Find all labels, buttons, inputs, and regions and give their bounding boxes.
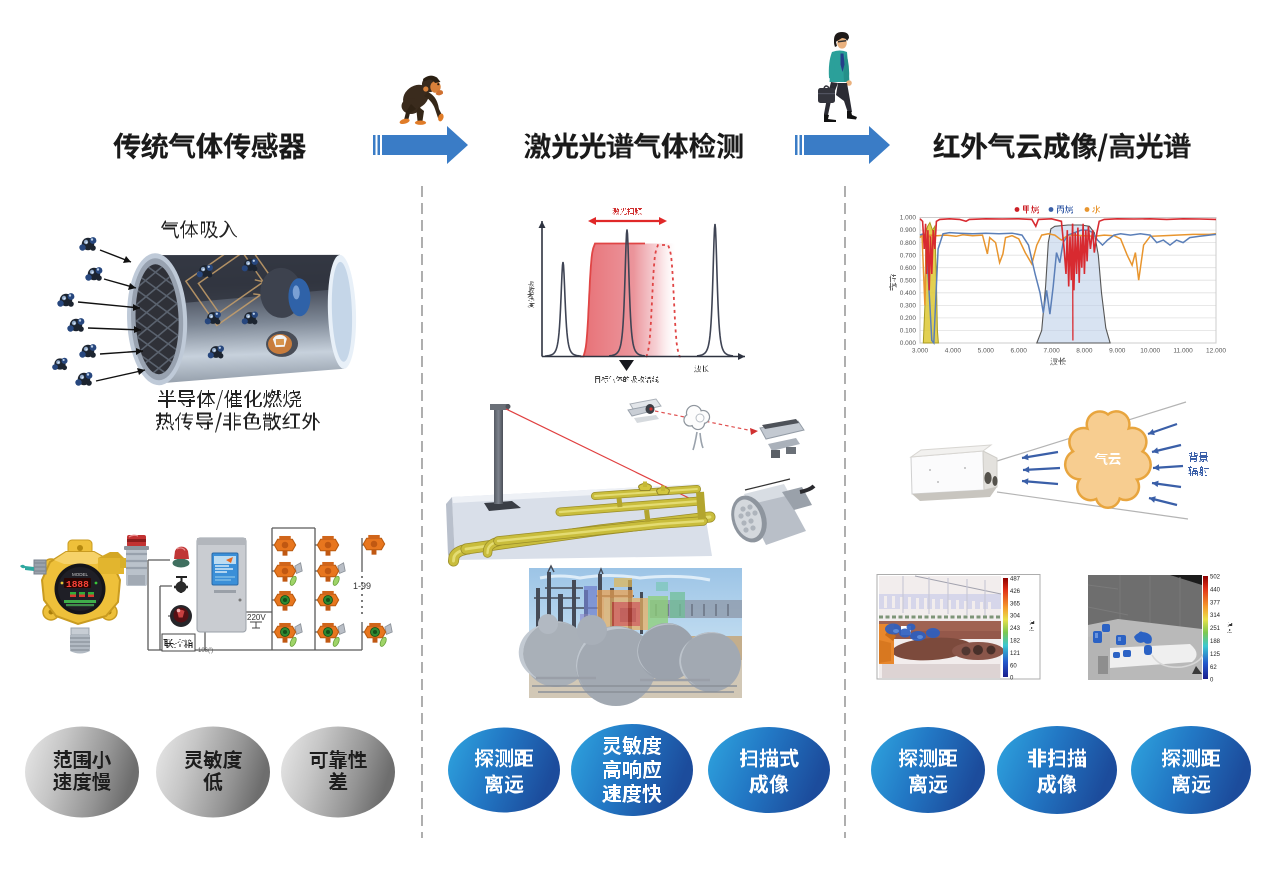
svg-text:5.000: 5.000 — [978, 348, 995, 355]
svg-text:121: 121 — [1010, 651, 1021, 657]
svg-text:365: 365 — [1010, 601, 1021, 607]
svg-text:487: 487 — [1010, 577, 1021, 583]
svg-text:0.000: 0.000 — [900, 340, 917, 347]
svg-text:0.700: 0.700 — [900, 252, 917, 259]
svg-text:0.400: 0.400 — [900, 290, 917, 297]
svg-text:4.000: 4.000 — [945, 348, 962, 355]
svg-text:0.500: 0.500 — [900, 277, 917, 284]
svg-text:12.000: 12.000 — [1206, 348, 1226, 355]
svg-text:MODEL: MODEL — [72, 572, 89, 577]
svg-text:10.000: 10.000 — [1140, 348, 1160, 355]
svg-text:251: 251 — [1210, 626, 1221, 632]
svg-text:3.000: 3.000 — [912, 348, 929, 355]
svg-text:9.000: 9.000 — [1109, 348, 1126, 355]
svg-text:0.600: 0.600 — [900, 265, 917, 272]
svg-text:0.800: 0.800 — [900, 240, 917, 247]
svg-text:0: 0 — [1010, 676, 1014, 682]
svg-text:8.000: 8.000 — [1076, 348, 1093, 355]
svg-text:220V: 220V — [247, 613, 266, 622]
svg-text:1.000: 1.000 — [900, 215, 917, 222]
svg-text:62: 62 — [1210, 665, 1217, 671]
svg-text:1888: 1888 — [66, 579, 89, 590]
svg-text:426: 426 — [1010, 589, 1021, 595]
svg-text:314: 314 — [1210, 613, 1221, 619]
svg-text:243: 243 — [1010, 626, 1021, 632]
svg-text:7.000: 7.000 — [1043, 348, 1060, 355]
svg-text:502: 502 — [1210, 575, 1221, 581]
svg-text:182: 182 — [1010, 639, 1021, 645]
svg-text:0.300: 0.300 — [900, 303, 917, 310]
svg-text:0.100: 0.100 — [900, 328, 917, 335]
svg-text:125: 125 — [1210, 652, 1221, 658]
svg-text:6.000: 6.000 — [1011, 348, 1028, 355]
svg-text:1-99: 1-99 — [353, 581, 371, 591]
svg-text:188: 188 — [1210, 639, 1221, 645]
svg-text:60: 60 — [1010, 663, 1017, 669]
svg-text:0.200: 0.200 — [900, 315, 917, 322]
svg-text:0.900: 0.900 — [900, 227, 917, 234]
svg-text:440: 440 — [1210, 587, 1221, 593]
svg-text:0: 0 — [1210, 678, 1214, 684]
svg-text:377: 377 — [1210, 600, 1221, 606]
svg-text:11.000: 11.000 — [1173, 348, 1193, 355]
svg-text:304: 304 — [1010, 614, 1021, 620]
svg-text:-106('): -106(') — [196, 648, 213, 654]
